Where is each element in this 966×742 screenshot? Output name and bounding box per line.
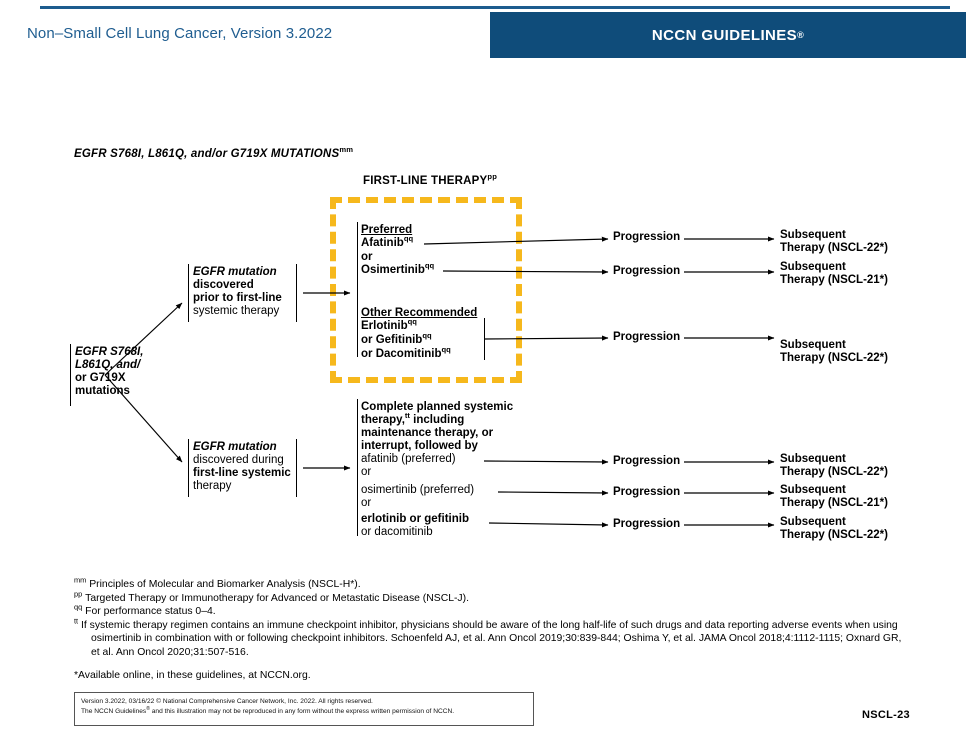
nccn-guidelines-banner: NCCN GUIDELINES® [490,12,966,58]
footnote-pp-text: Targeted Therapy or Immunotherapy for Ad… [85,592,469,604]
branch-bottom-line3: first-line systemic [193,467,291,479]
footnote-marker-mm: mm [74,575,87,585]
during-dacomitinib: or dacomitinib [361,526,433,538]
branch-bottom-line4: therapy [193,480,232,492]
subsequent-therapy-5-line1: Subsequent [780,484,846,496]
during-or-1: or [361,466,372,478]
copyright-line-2: The NCCN Guidelines® and this illustrati… [81,705,455,715]
during-box-bracket [357,399,358,536]
header-top-rule [40,6,950,9]
footnote-qq-text: For performance status 0–4. [85,606,216,618]
drug-dacomitinib: or Dacomitinibqq [361,345,451,360]
footnote-mm-text: Principles of Molecular and Biomarker An… [89,579,361,590]
subsequent-therapy-2-line2: Therapy (NSCL-21*) [780,274,888,286]
footnotes: mm Principles of Molecular and Biomarker… [74,575,904,660]
subsequent-therapy-3-line2: Therapy (NSCL-22*) [780,352,888,364]
branch-top-line3: prior to first-line [193,292,282,304]
branch-bottom-line1: EGFR mutation [193,441,277,453]
subsequent-therapy-1-line2: Therapy (NSCL-22*) [780,242,888,254]
first-line-therapy-highlight-box [330,197,522,383]
other-recommended-group-bracket [484,318,485,360]
footnote-ref-qq: qq [441,345,451,355]
footnote-ref-tt: tt [404,411,410,421]
subsequent-therapy-2-line1: Subsequent [780,261,846,273]
branch-bottom-bracket-right [296,439,297,497]
subsequent-therapy-6-line1: Subsequent [780,516,846,528]
subsequent-therapy-6-line2: Therapy (NSCL-22*) [780,529,888,541]
progression-label-1: Progression [613,231,681,243]
mutation-heading: EGFR S768I, L861Q, and/or G719X MUTATION… [74,145,354,160]
progression-label-5: Progression [613,486,681,498]
entry-node-line2: L861Q, and/ [75,359,141,371]
footnote-ref-qq: qq [424,261,435,271]
progression-label-4: Progression [613,455,681,467]
branch-top-line4: systemic therapy [193,305,280,317]
subsequent-therapy-5-line2: Therapy (NSCL-21*) [780,497,888,509]
footnote-marker-tt: tt [74,616,79,626]
page-number: NSCL-23 [862,709,910,721]
branch-top-line2: discovered [193,279,254,291]
during-osimertinib: osimertinib (preferred) [361,484,475,496]
footnote-ref-qq: qq [403,234,414,244]
available-online-note: *Available online, in these guidelines, … [74,670,311,681]
branch-bottom-bracket-left [188,439,189,497]
line-during-afatinib-to-progression [483,459,609,465]
footnote-ref-mm: mm [339,145,354,155]
preferred-label: Preferred [361,224,413,236]
footnote-qq: qq For performance status 0–4. [74,602,904,619]
mutation-heading-text: EGFR S768I, L861Q, and/or G719X MUTATION… [74,148,340,160]
first-line-box-bracket [357,222,358,357]
subsequent-therapy-3-line1: Subsequent [780,339,846,351]
drug-erlotinib: Erlotinibqq [361,317,417,332]
during-afatinib: afatinib (preferred) [361,453,456,465]
footnote-ref-qq: qq [422,331,432,341]
footnote-marker-qq: qq [74,602,83,612]
during-line-3: maintenance therapy, or [361,427,494,439]
footnote-tt-text: If systemic therapy regimen contains an … [81,619,902,658]
branch-top-bracket-right [296,264,297,322]
preferred-or-1: or [361,251,373,263]
subsequent-therapy-4-line2: Therapy (NSCL-22*) [780,466,888,478]
branch-top-bracket-left [188,264,189,322]
copyright-box: Version 3.2022, 03/16/22 © National Comp… [74,692,534,726]
during-line-4: interrupt, followed by [361,440,478,452]
footnote-ref-qq: qq [407,317,417,327]
drug-afatinib: Afatinibqq [361,234,414,249]
entry-node-line3: or G719X [75,372,126,384]
drug-gefitinib: or Gefitinibqq [361,331,432,346]
entry-node-line1: EGFR S768I, [75,346,144,358]
during-erlotinib-gefitinib: erlotinib or gefitinib [361,513,469,525]
entry-node-bracket [70,344,71,406]
nccn-guidelines-banner-text: NCCN GUIDELINES® [490,12,966,58]
first-line-therapy-heading-text: FIRST-LINE THERAPY [363,175,488,187]
registered-mark-icon: ® [797,30,805,40]
page-title: Non–Small Cell Lung Cancer, Version 3.20… [27,25,333,42]
other-recommended-label: Other Recommended [361,307,478,319]
subsequent-therapy-4-line1: Subsequent [780,453,846,465]
footnote-mm: mm Principles of Molecular and Biomarker… [74,575,904,592]
footnote-ref-pp: pp [487,172,498,182]
during-line-1: Complete planned systemic [361,401,514,413]
line-during-erlotinib-to-progression [488,522,609,528]
branch-top-line1: EGFR mutation [193,266,277,278]
during-line-2: therapy,tt including [361,411,465,426]
subsequent-therapy-1-line1: Subsequent [780,229,846,241]
first-line-therapy-heading: FIRST-LINE THERAPYpp [363,172,498,187]
nccn-guidelines-label: NCCN GUIDELINES [651,26,798,44]
entry-node-line4: mutations [75,385,130,397]
drug-osimertinib: Osimertinibqq [361,261,435,276]
copyright-line-1: Version 3.2022, 03/16/22 © National Comp… [81,698,373,705]
progression-label-3: Progression [613,331,681,343]
progression-label-6: Progression [613,518,681,530]
footnote-marker-pp: pp [74,589,83,599]
line-during-osimertinib-to-progression [497,490,609,496]
branch-bottom-line2: discovered during [193,454,284,466]
footnote-pp: pp Targeted Therapy or Immunotherapy for… [74,589,904,606]
progression-label-2: Progression [613,265,681,277]
during-or-2: or [361,497,372,509]
footnote-tt: tt If systemic therapy regimen contains … [74,616,904,660]
